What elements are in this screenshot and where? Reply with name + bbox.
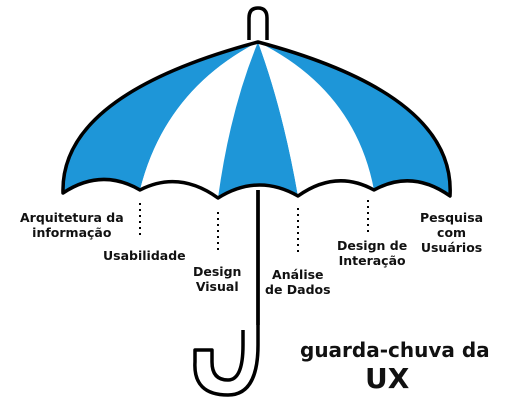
caption-line-1: guarda-chuva da	[300, 338, 490, 362]
umbrella-handle	[193, 190, 260, 397]
canopy-panel-2	[140, 42, 258, 198]
umbrella-ribs	[61, 40, 452, 200]
umbrella-canopy	[62, 42, 451, 198]
canopy-panel-1	[62, 42, 258, 193]
canopy-outline	[61, 40, 452, 200]
label-usabilidade: Usabilidade	[103, 248, 186, 263]
canopy-panel-5	[258, 42, 451, 196]
umbrella-tip	[247, 6, 269, 40]
label-connectors	[139, 200, 369, 255]
canopy-panel-4	[258, 42, 374, 196]
canopy-panel-3	[218, 42, 298, 198]
caption-line-2: UX	[365, 362, 410, 395]
